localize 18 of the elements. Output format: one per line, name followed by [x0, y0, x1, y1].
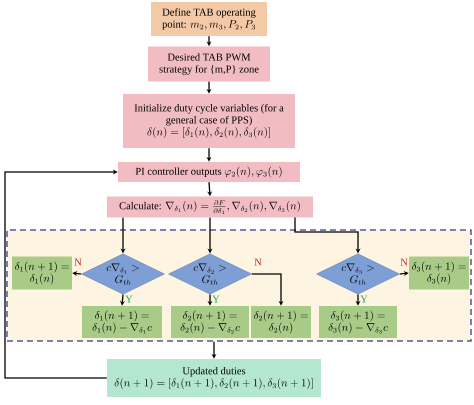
edge-label: Y [125, 296, 133, 302]
process-box: Define TAB operating point: $m_2, m_3, P_2, P_3$ [151, 2, 267, 36]
process-box: Initialize duty cycle variables (for a general case of PPS) $\delta(n) = [\delta_1(n), \delta_2(n), \delta_3(n)]$ [123, 94, 295, 148]
process-box: $\delta_3(n+1) = \delta_3(n) - \nabla_{\delta_3} c$ [319, 306, 397, 338]
process-box: $\delta_3(n+1) = \delta_3(n)$ [409, 256, 469, 290]
process-box: $\delta_1(n+1) = \delta_1(n)$ [12, 256, 72, 290]
process-box: PI controller outputs $\varphi_2(n), \varphi_3(n)$ [118, 162, 300, 182]
process-box: $\delta_2(n+1) = \delta_2(n)$ [251, 306, 311, 338]
process-box: Calculate: $\nabla_{\delta_1}(n) = \frac{\partial F}{\partial \delta_1}, \nabla_{\delta_2}(n), \nabla_{\delta_3}(n)$ [107, 196, 313, 218]
edge-label: N [400, 258, 408, 266]
edge-label: N [74, 258, 82, 266]
process-box: $\delta_1(n+1) = \delta_1(n) - \nabla_{\delta_1} c$ [82, 306, 162, 338]
process-box: Updated duties $\delta(n+1) = [\delta_1(n+1), \delta_2(n+1), \delta_3(n+1)]$ [107, 359, 321, 397]
edge-label: Y [360, 296, 368, 302]
edge-label: N [254, 258, 262, 266]
process-box: $\delta_2(n+1) = \delta_2(n) - \nabla_{\delta_2} c$ [171, 306, 249, 338]
process-box: Desired TAB PWM strategy for {m,P} zone [148, 46, 270, 82]
edge-label: Y [212, 296, 220, 302]
